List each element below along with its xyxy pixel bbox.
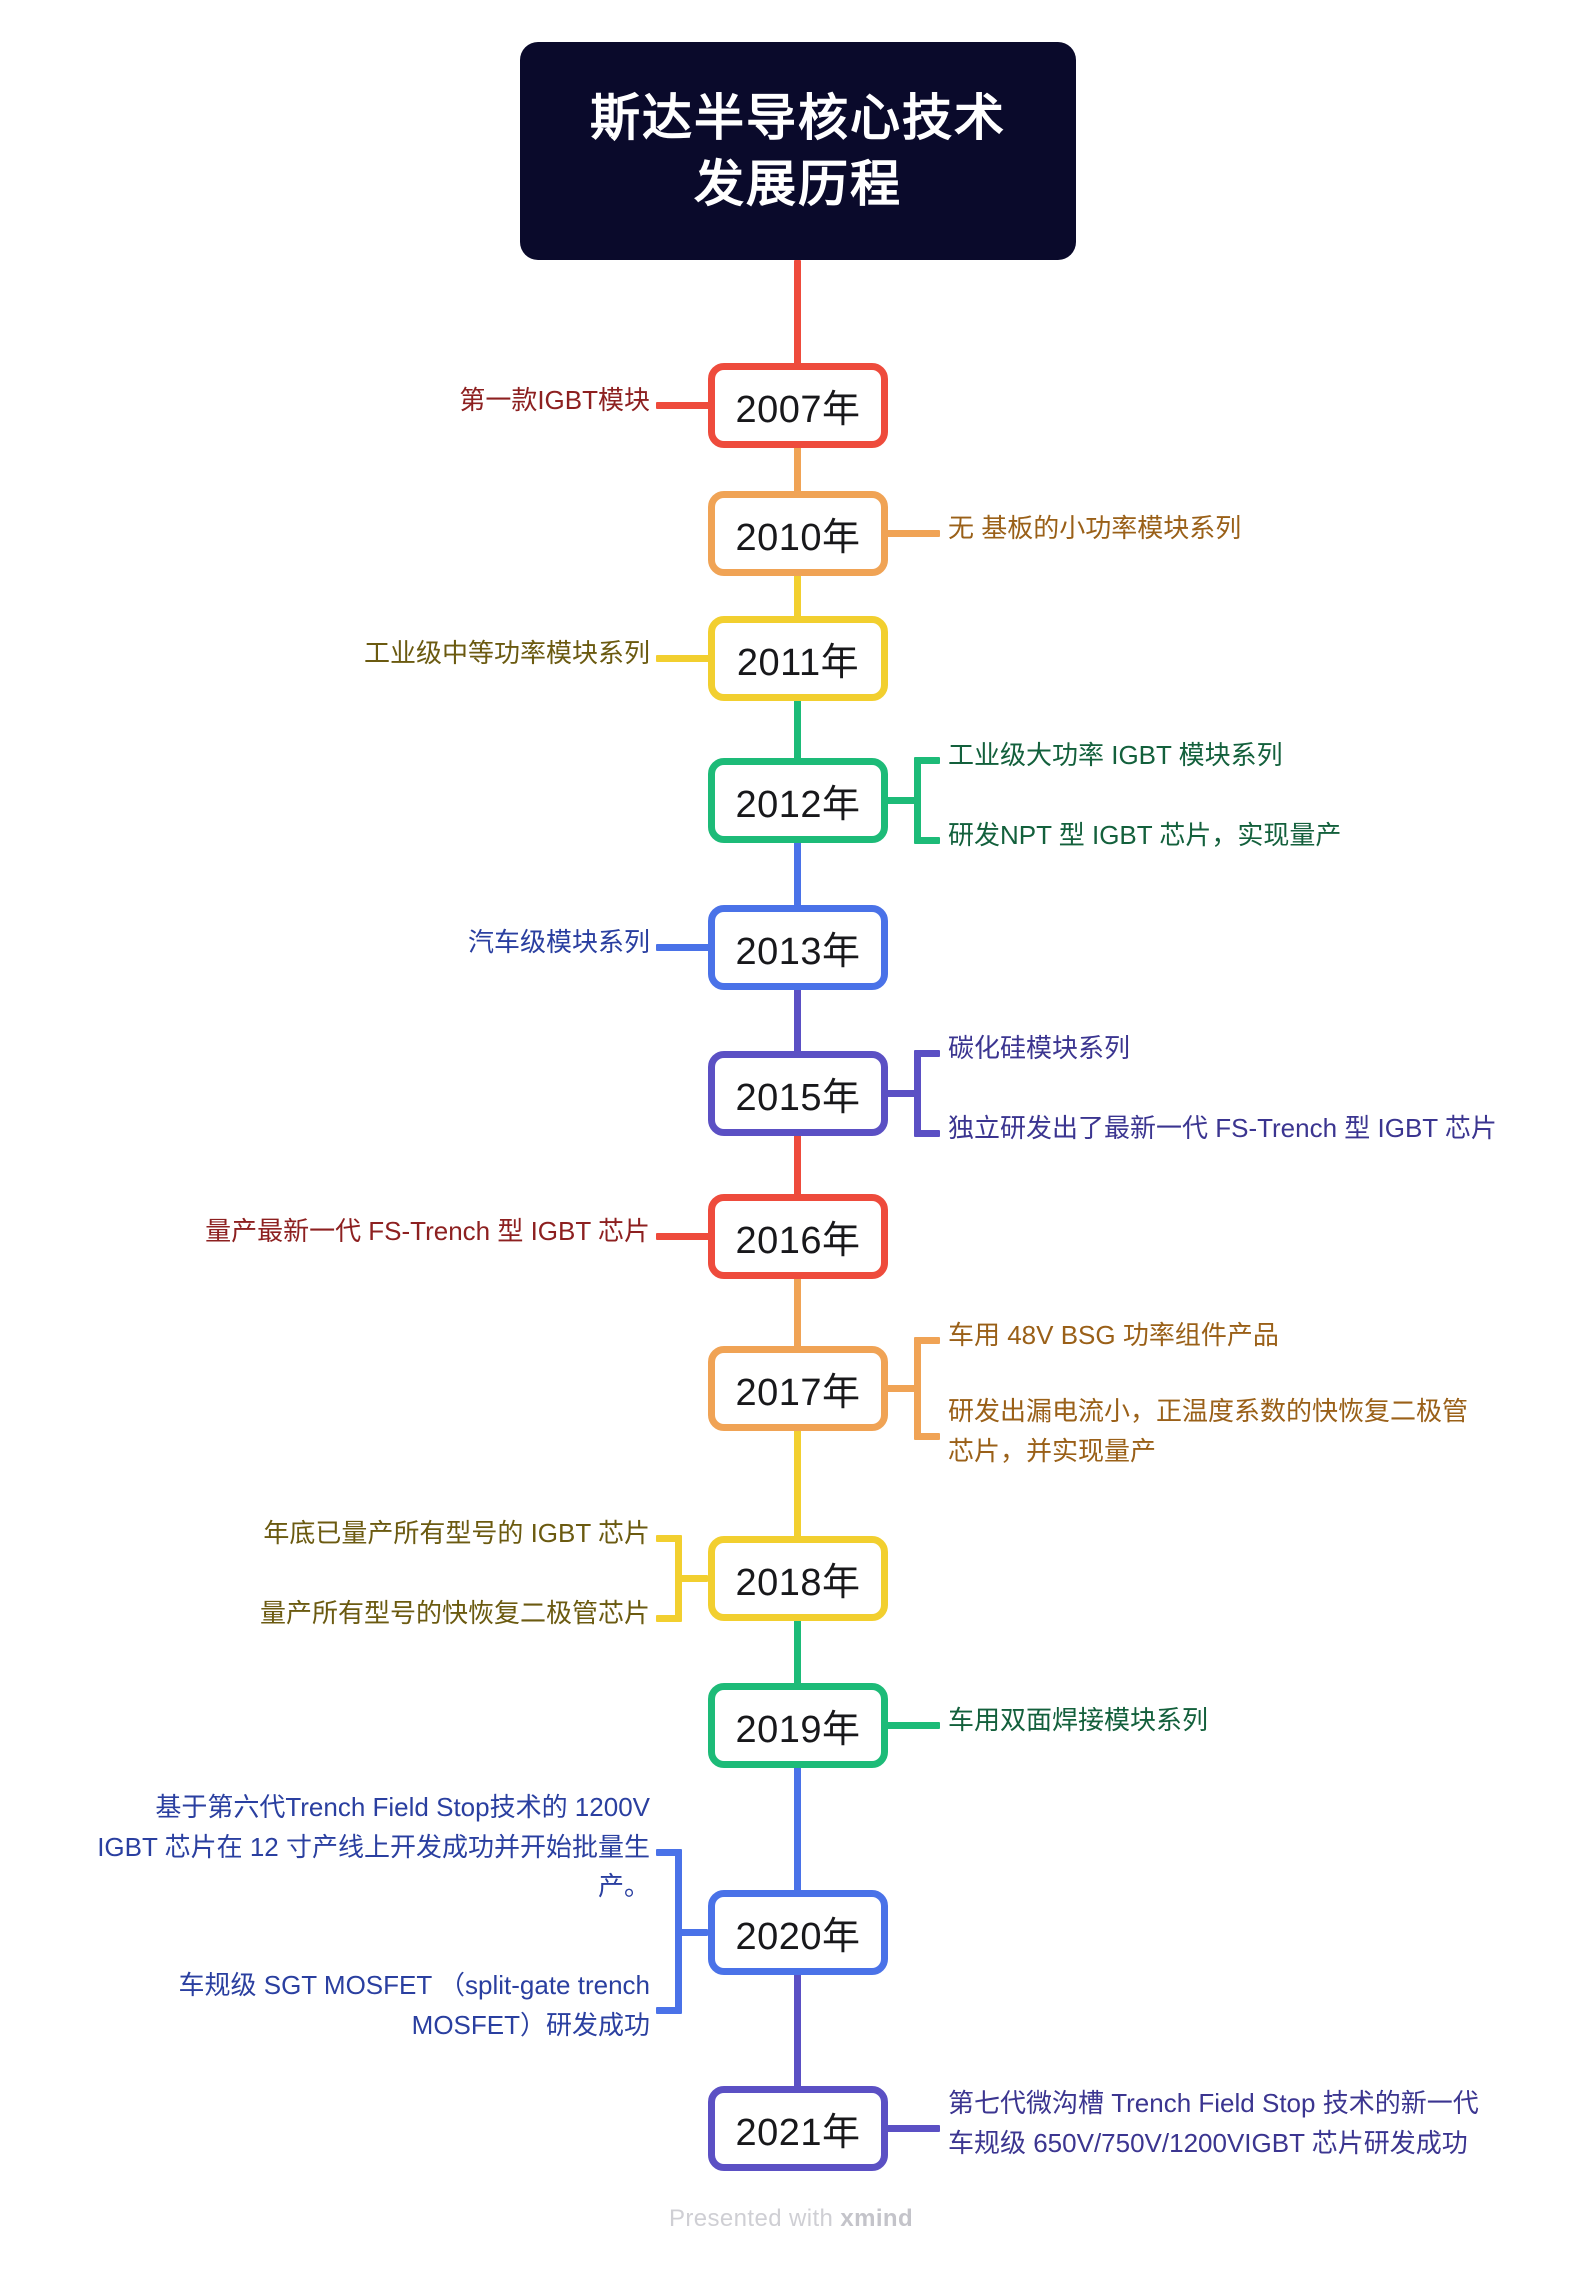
branch-connector-bar (914, 757, 921, 843)
spine-segment-7 (794, 1276, 801, 1348)
year-node-2015[interactable]: 2015年 (708, 1050, 888, 1136)
branch-connector (656, 655, 710, 662)
footer-attribution: Presented with xmind (0, 2205, 1582, 2233)
branch-label: 碳化硅模块系列 (948, 1033, 1131, 1063)
branch-label: 工业级中等功率模块系列 (363, 638, 650, 668)
spine-segment-9 (794, 1618, 801, 1685)
branch-label: 基于第六代Trench Field Stop技术的 1200V IGBT 芯片在… (97, 1792, 650, 1902)
branch-label: 第一款IGBT模块 (459, 385, 650, 415)
spine-segment-11 (794, 1972, 801, 2088)
branch-connector (886, 1722, 940, 1729)
footer-prefix: Presented with (668, 2205, 841, 2232)
year-node-label: 2016年 (735, 1219, 861, 1262)
year-node-2021[interactable]: 2021年 (708, 2085, 888, 2171)
year-node-2013[interactable]: 2013年 (708, 904, 888, 990)
year-node-label: 2013年 (735, 930, 861, 973)
spine-segment-3 (794, 698, 801, 760)
page-title-line-1: 斯达半导核心技术 (590, 90, 1006, 146)
year-node-label: 2018年 (735, 1561, 861, 1604)
year-node-label: 2015年 (735, 1076, 861, 1119)
spine-segment-1 (794, 445, 801, 493)
year-node-2011[interactable]: 2011年 (708, 615, 888, 701)
spine-segment-10 (794, 1765, 801, 1892)
spine-segment-8 (794, 1428, 801, 1538)
spine-segment-5 (794, 987, 801, 1053)
branch-connector-bar (914, 1337, 921, 1439)
spine-segment-4 (794, 840, 801, 907)
branch-label: 汽车级模块系列 (467, 927, 650, 957)
branch-connector-stem (678, 1929, 708, 1936)
branch-label: 年底已量产所有型号的 IGBT 芯片 (263, 1518, 650, 1548)
year-node-2019[interactable]: 2019年 (708, 1682, 888, 1768)
year-node-2010[interactable]: 2010年 (708, 490, 888, 576)
spine-segment-title (794, 260, 801, 365)
branch-label: 研发NPT 型 IGBT 芯片，实现量产 (948, 820, 1342, 850)
branch-connector (656, 402, 710, 409)
page-title-line-2: 发展历程 (694, 156, 902, 212)
branch-label: 第七代微沟槽 Trench Field Stop 技术的新一代 车规级 650V… (948, 2088, 1479, 2158)
branch-label: 量产最新一代 FS-Trench 型 IGBT 芯片 (205, 1216, 650, 1246)
year-node-label: 2007年 (735, 388, 861, 431)
branch-connector (656, 944, 710, 951)
year-node-label: 2012年 (735, 783, 861, 826)
spine-segment-2 (794, 573, 801, 618)
branch-label: 车规级 SGT MOSFET （split-gate trench MOSFET… (178, 1970, 651, 2040)
branch-connector-bar (914, 1050, 921, 1136)
branch-label: 研发出漏电流小，正温度系数的快恢复二极管 芯片，并实现量产 (948, 1396, 1469, 1466)
year-node-2007[interactable]: 2007年 (708, 362, 888, 448)
branch-connector (886, 2125, 940, 2132)
branch-connector-arm-2 (656, 1615, 682, 1622)
branch-label: 车用 48V BSG 功率组件产品 (948, 1320, 1279, 1350)
branch-connector-arm-1 (656, 1535, 682, 1542)
branch-connector-arm-2 (914, 1433, 940, 1440)
branch-connector-stem (886, 1090, 916, 1097)
branch-connector-arm-1 (914, 1050, 940, 1057)
spine-segment-6 (794, 1133, 801, 1196)
branch-connector-arm-1 (914, 757, 940, 764)
branch-label: 工业级大功率 IGBT 模块系列 (948, 740, 1283, 770)
branch-label: 量产所有型号的快恢复二极管芯片 (259, 1598, 650, 1628)
year-node-label: 2010年 (735, 516, 861, 559)
branch-label: 车用双面焊接模块系列 (948, 1705, 1209, 1735)
year-node-2016[interactable]: 2016年 (708, 1193, 888, 1279)
year-node-label: 2020年 (735, 1915, 861, 1958)
branch-connector-stem (678, 1575, 708, 1582)
branch-connector-arm-2 (656, 2007, 682, 2014)
year-node-label: 2021年 (735, 2111, 861, 2154)
year-node-label: 2011年 (736, 641, 860, 684)
year-node-2017[interactable]: 2017年 (708, 1345, 888, 1431)
year-node-2020[interactable]: 2020年 (708, 1889, 888, 1975)
branch-connector-arm-1 (914, 1337, 940, 1344)
branch-connector-stem (886, 1385, 916, 1392)
branch-connector-arm-1 (656, 1849, 682, 1856)
branch-connector (886, 530, 940, 537)
year-node-2012[interactable]: 2012年 (708, 757, 888, 843)
branch-connector-stem (886, 797, 916, 804)
branch-connector-arm-2 (914, 1130, 940, 1137)
branch-connector-arm-2 (914, 837, 940, 844)
branch-label: 无 基板的小功率模块系列 (948, 513, 1242, 543)
footer-brand: xmind (840, 2205, 914, 2232)
branch-connector (656, 1233, 710, 1240)
branch-label: 独立研发出了最新一代 FS-Trench 型 IGBT 芯片 (948, 1113, 1497, 1143)
year-node-label: 2017年 (735, 1371, 861, 1414)
year-node-2018[interactable]: 2018年 (708, 1535, 888, 1621)
page-title: 斯达半导核心技术 发展历程 (520, 42, 1076, 260)
year-node-label: 2019年 (735, 1708, 861, 1751)
